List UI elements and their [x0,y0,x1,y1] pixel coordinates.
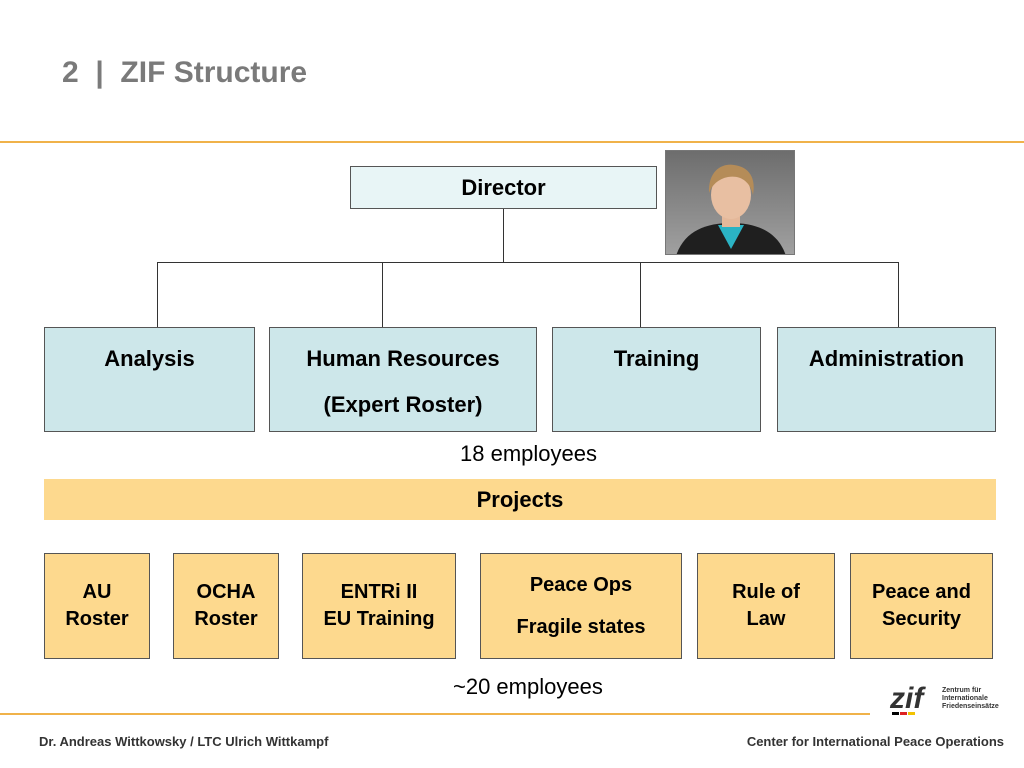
connector-administration [898,262,899,328]
project-peace-ops-line2: Fragile states [516,616,646,638]
zif-logo: zif [888,680,1008,720]
project-entri-eu-training: ENTRi II EU Training [302,553,456,659]
project-au-roster-line2: Roster [65,608,129,630]
logo-text-line2: Internationale [942,695,988,702]
department-human-resources-label: Human Resources [306,346,500,371]
project-rule-of-law-line1: Rule of [732,581,800,603]
department-analysis: Analysis [44,327,255,432]
department-human-resources-sublabel: (Expert Roster) [323,392,483,417]
connector-director-down [503,208,504,263]
zif-logo-text: Zentrum für Internationale Friedenseinsä… [942,687,999,711]
logo-text-line3: Friedenseinsätze [942,703,999,710]
slide-title: 2 | ZIF Structure [62,56,308,89]
department-human-resources: Human Resources (Expert Roster) [269,327,537,432]
projects-band: Projects [44,479,996,520]
connector-training [640,262,641,328]
project-entri-line2: EU Training [323,608,435,630]
project-peace-ops-line1: Peace Ops [529,574,633,596]
svg-text:zif: zif [889,682,926,715]
header-rule [0,141,1024,143]
project-peace-ops: Peace Ops Fragile states [480,553,682,659]
department-administration-label: Administration [808,346,965,371]
projects-employee-count: ~20 employees [453,674,603,699]
director-label: Director [461,174,546,200]
connector-analysis [157,262,158,328]
project-peace-and-security: Peace and Security [850,553,993,659]
footer-authors: Dr. Andreas Wittkowsky / LTC Ulrich Witt… [39,734,329,749]
department-analysis-label: Analysis [104,346,195,371]
departments-employee-count: 18 employees [460,441,597,466]
department-training: Training [552,327,761,432]
project-ocha-roster-line2: Roster [194,608,258,630]
project-peace-security-line2: Security [882,608,961,630]
projects-label: Projects [476,486,564,512]
footer-rule [0,713,870,715]
department-administration: Administration [777,327,996,432]
project-au-roster: AU Roster [44,553,150,659]
project-ocha-roster: OCHA Roster [173,553,279,659]
project-entri-line1: ENTRi II [340,581,418,603]
project-peace-security-line1: Peace and [872,581,971,603]
connector-human-resources [382,262,383,328]
project-ocha-roster-line1: OCHA [196,581,256,603]
project-rule-of-law: Rule of Law [697,553,835,659]
connector-horizontal [157,262,899,263]
director-photo [665,150,795,255]
department-training-label: Training [613,346,700,371]
project-rule-of-law-line2: Law [746,608,786,630]
director-box: Director [350,166,657,209]
logo-text-line1: Zentrum für [942,687,982,694]
project-au-roster-line1: AU [82,581,112,603]
footer-organization: Center for International Peace Operation… [746,734,1004,749]
